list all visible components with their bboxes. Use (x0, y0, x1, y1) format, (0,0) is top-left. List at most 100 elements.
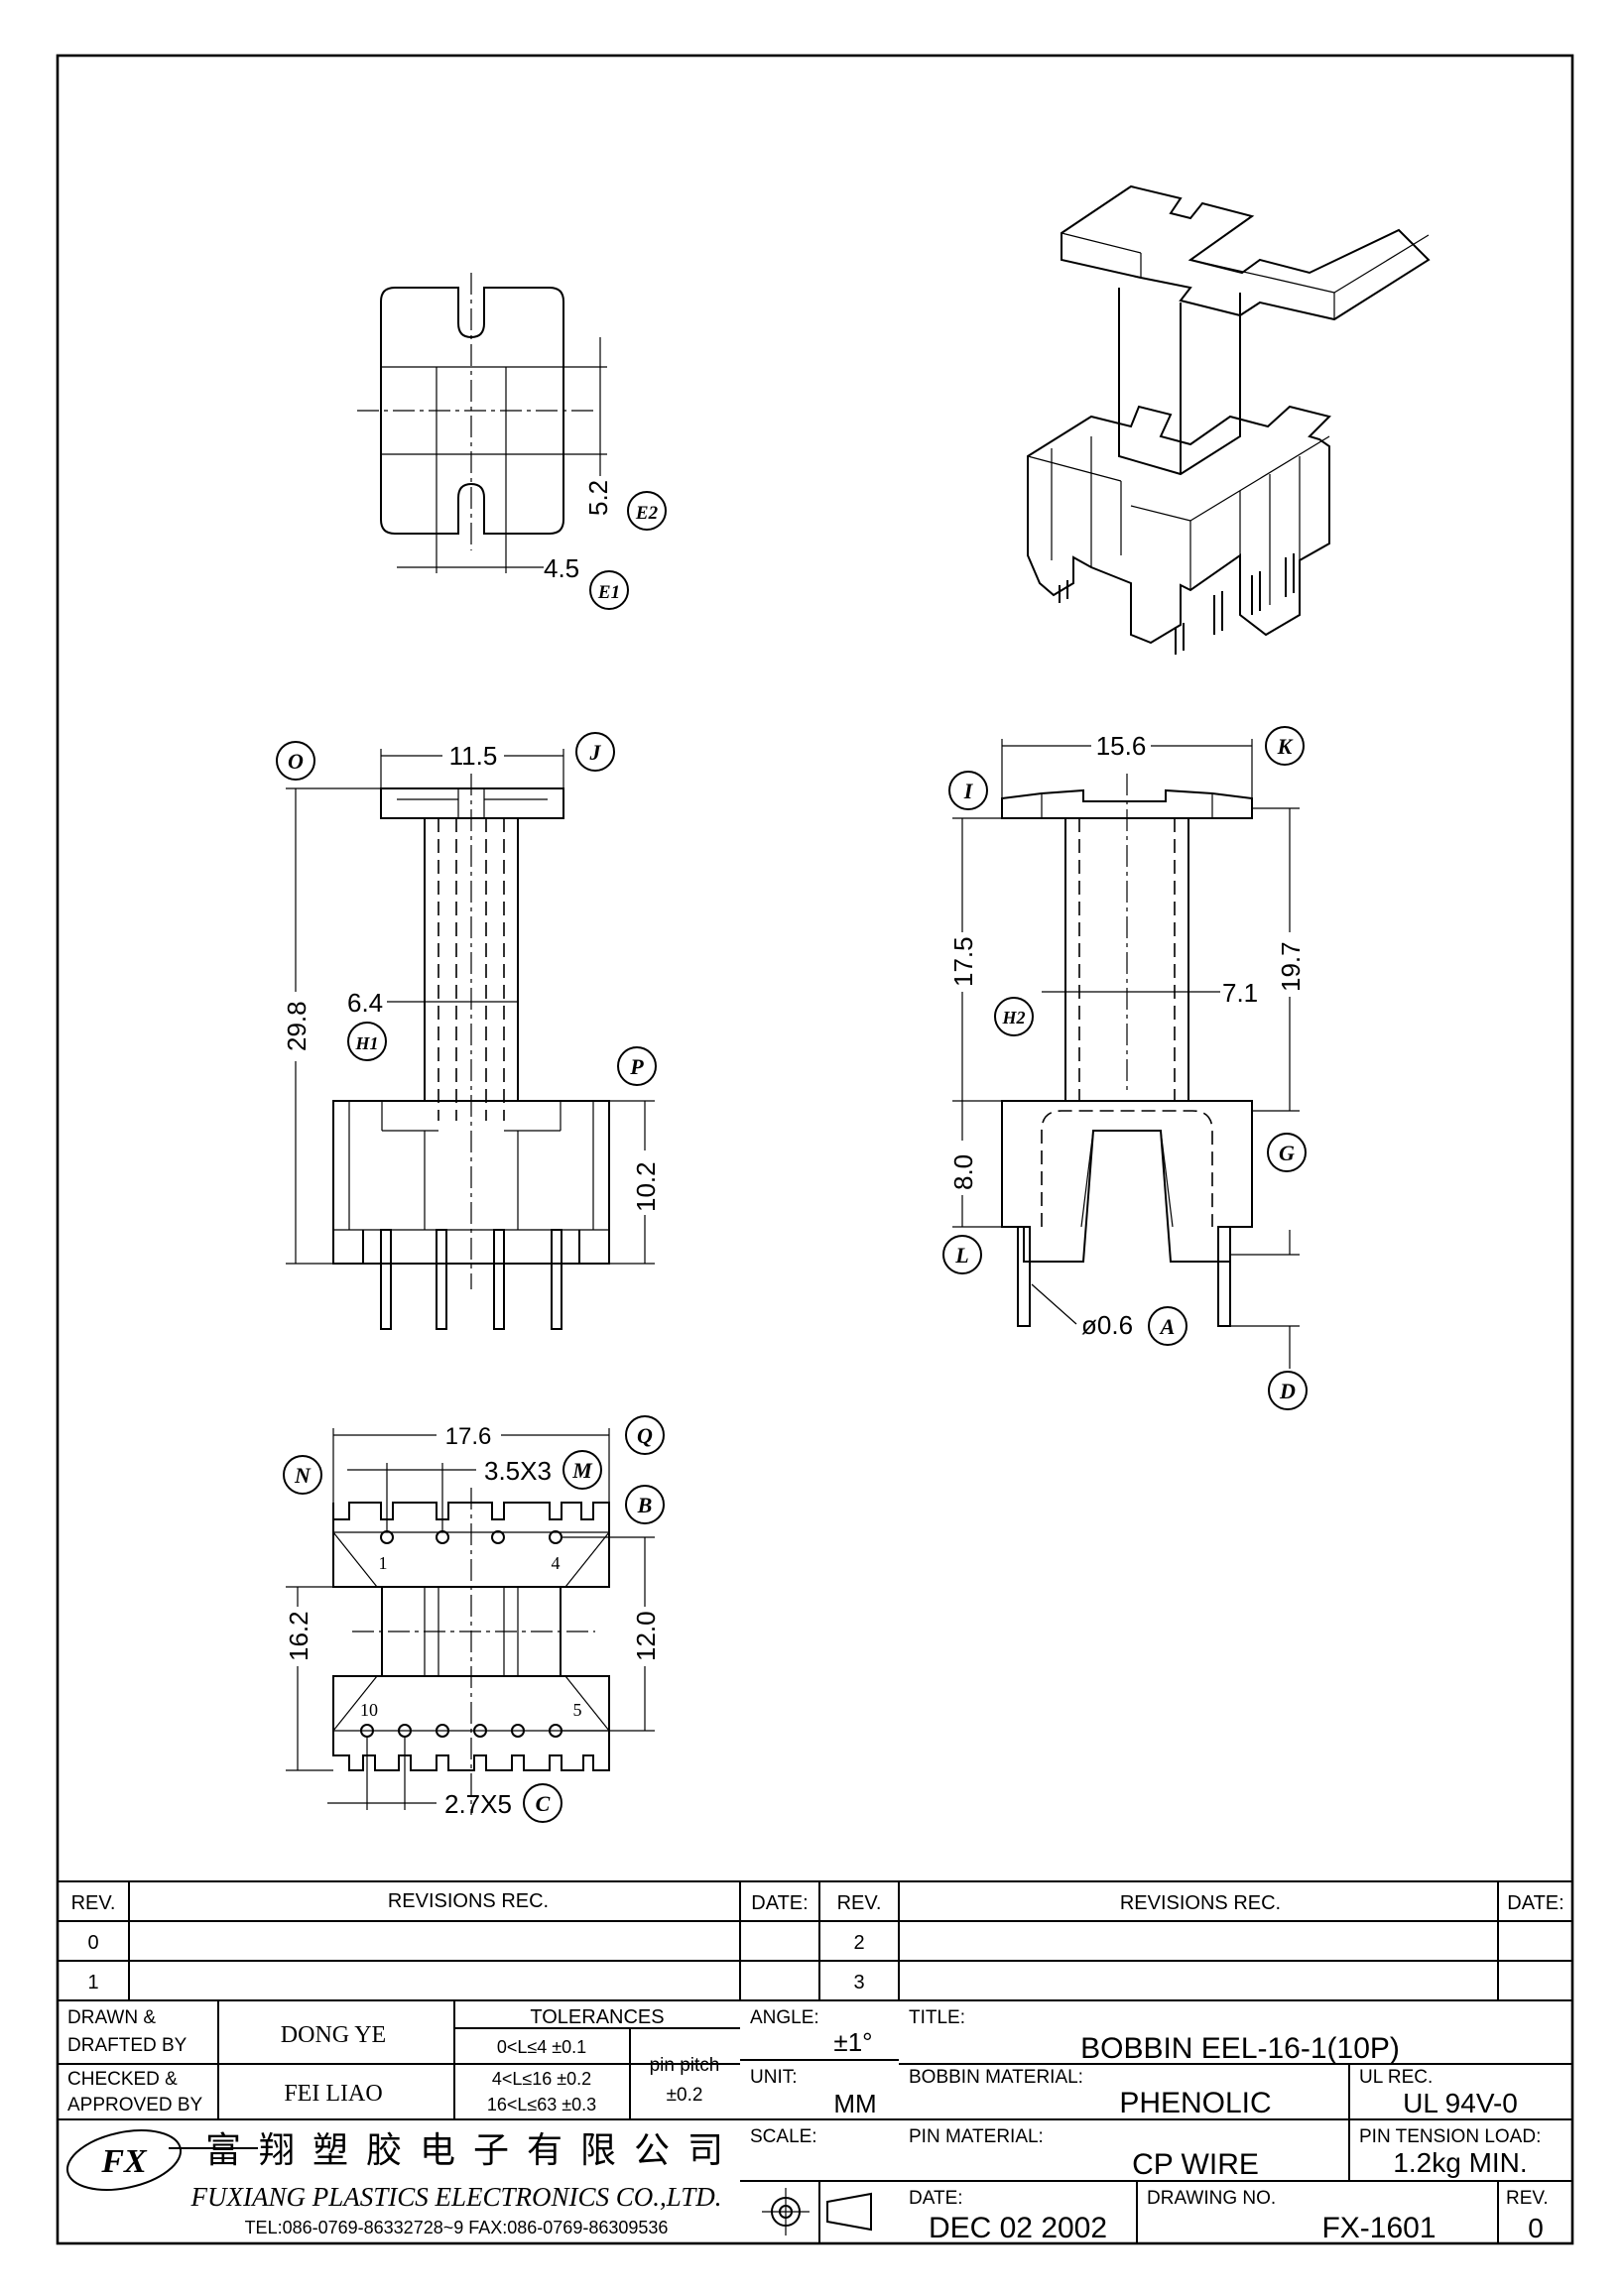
rev-row-0: 0 (87, 1932, 98, 1954)
bottom-view: 1 4 10 5 17.6 3.5X3 16.2 12.0 2.7X5 (284, 1423, 661, 1819)
rec-header-right: REVISIONS REC. (1120, 1892, 1281, 1914)
svg-text:E2: E2 (635, 503, 659, 524)
dim-front-height: 29.8 (282, 1001, 312, 1051)
drawing-no-value: FX-1601 (1321, 2212, 1436, 2244)
top-view: 5.2 4.5 (357, 273, 613, 583)
pin-label-1: 1 (379, 1553, 388, 1573)
svg-text:G: G (1279, 1141, 1295, 1165)
projection-symbol-icon (762, 2188, 872, 2236)
unit-value: MM (833, 2089, 876, 2118)
dim-e1: 4.5 (544, 553, 579, 583)
rev-header-left: REV. (71, 1892, 116, 1914)
checked-by: FEI LIAO (284, 2081, 382, 2107)
checked-label-2: APPROVED BY (67, 2095, 203, 2115)
callout-q: Q (625, 1415, 665, 1455)
pin-label-10: 10 (360, 1700, 378, 1720)
dim-bottom-depth: 16.2 (284, 1611, 313, 1661)
drawn-label-1: DRAWN & (67, 2007, 156, 2028)
callout-d: D (1268, 1371, 1308, 1410)
tol-3: 16<L≤63 ±0.3 (487, 2095, 596, 2115)
checked-label-1: CHECKED & (67, 2069, 178, 2090)
side-view: 15.6 17.5 19.7 7.1 8.0 ø0.6 (948, 731, 1306, 1369)
svg-text:H2: H2 (1001, 1008, 1025, 1027)
pin-tension-value: 1.2kg MIN. (1393, 2147, 1527, 2178)
drawn-by: DONG YE (281, 2022, 386, 2048)
company-logo: FX (65, 2129, 258, 2191)
bobbin-material-label: BOBBIN MATERIAL: (909, 2067, 1083, 2088)
dim-front-base: 10.2 (631, 1161, 661, 1212)
pin-pitch-label: pin pitch (650, 2055, 720, 2076)
svg-text:P: P (629, 1054, 644, 1079)
scale-label: SCALE: (750, 2126, 817, 2147)
title-block: DRAWN & DRAFTED BY DONG YE CHECKED & APP… (58, 2000, 1572, 2244)
ul-label: UL REC. (1359, 2067, 1433, 2088)
front-view: 11.5 29.8 6.4 10.2 (282, 741, 661, 1330)
svg-text:A: A (1159, 1314, 1176, 1339)
svg-text:K: K (1277, 734, 1294, 759)
pin-material-label: PIN MATERIAL: (909, 2126, 1044, 2147)
tol-2: 4<L≤16 ±0.2 (492, 2069, 591, 2089)
dim-side-core: 7.1 (1222, 978, 1258, 1008)
svg-text:J: J (589, 740, 602, 765)
svg-text:C: C (536, 1791, 551, 1816)
callout-e1: E1 (589, 570, 629, 610)
callout-h1: H1 (347, 1022, 387, 1061)
svg-text:D: D (1279, 1379, 1296, 1403)
dim-bottom-pitch-bottom: 2.7X5 (444, 1789, 512, 1819)
angle-value: ±1° (833, 2027, 872, 2057)
callout-c: C (523, 1783, 562, 1823)
title-label: TITLE: (909, 2007, 965, 2028)
dim-bottom-width: 17.6 (445, 1423, 492, 1450)
angle-label: ANGLE: (750, 2007, 819, 2028)
dim-front-core: 6.4 (347, 988, 383, 1018)
rev-value: 0 (1528, 2213, 1544, 2243)
rev-row-1: 1 (87, 1972, 98, 1994)
title-value: BOBBIN EEL-16-1(10P) (1080, 2032, 1400, 2065)
rev-header-right: REV. (837, 1892, 882, 1914)
callout-l: L (942, 1235, 982, 1274)
dim-pin-dia: ø0.6 (1081, 1310, 1133, 1340)
dim-side-base: 8.0 (948, 1154, 978, 1190)
dim-side-total: 19.7 (1276, 941, 1306, 992)
unit-label: UNIT: (750, 2067, 798, 2088)
logo-text: FX (100, 2143, 148, 2180)
isometric-view (1027, 184, 1431, 655)
sheet-border (56, 54, 1574, 2245)
dim-bottom-row: 12.0 (631, 1611, 661, 1661)
drawn-label-2: DRAFTED BY (67, 2035, 187, 2056)
rev-row-3: 3 (853, 1972, 864, 1994)
date-value: DEC 02 2002 (929, 2212, 1107, 2244)
pin-pitch-tol: ±0.2 (667, 2085, 703, 2106)
date-header-right: DATE: (1507, 1892, 1563, 1914)
callout-i: I (948, 771, 988, 810)
pin-label-4: 4 (552, 1553, 561, 1573)
dim-side-width: 15.6 (1096, 731, 1147, 761)
company-contact: TEL:086-0769-86332728~9 FAX:086-0769-863… (245, 2218, 669, 2237)
svg-text:N: N (294, 1463, 312, 1488)
tolerances-label: TOLERANCES (530, 2006, 664, 2028)
rev-label: REV. (1506, 2188, 1549, 2209)
callout-e2: E2 (627, 491, 667, 531)
svg-text:B: B (637, 1493, 653, 1517)
revisions-table: REV. REVISIONS REC. DATE: REV. REVISIONS… (58, 1880, 1572, 2001)
svg-text:Q: Q (637, 1423, 653, 1448)
pin-label-5: 5 (573, 1700, 582, 1720)
callout-k: K (1265, 726, 1305, 766)
dim-bottom-pitch-top: 3.5X3 (484, 1456, 552, 1486)
dim-side-upper: 17.5 (948, 936, 978, 987)
svg-text:I: I (963, 779, 974, 803)
svg-text:E1: E1 (597, 582, 620, 603)
company-name-cn: 富 翔 塑 胶 电 子 有 限 公 司 (205, 2129, 727, 2170)
callout-h2: H2 (994, 997, 1034, 1036)
date-label: DATE: (909, 2188, 963, 2209)
rev-row-2: 2 (853, 1932, 864, 1954)
svg-text:M: M (571, 1458, 593, 1483)
date-header-left: DATE: (751, 1892, 808, 1914)
pin-tension-label: PIN TENSION LOAD: (1359, 2126, 1541, 2147)
dim-e2: 5.2 (583, 480, 613, 516)
svg-text:O: O (288, 749, 304, 774)
callout-n: N (283, 1455, 322, 1495)
bobbin-material-value: PHENOLIC (1119, 2087, 1271, 2119)
tol-1: 0<L≤4 ±0.1 (497, 2037, 586, 2057)
